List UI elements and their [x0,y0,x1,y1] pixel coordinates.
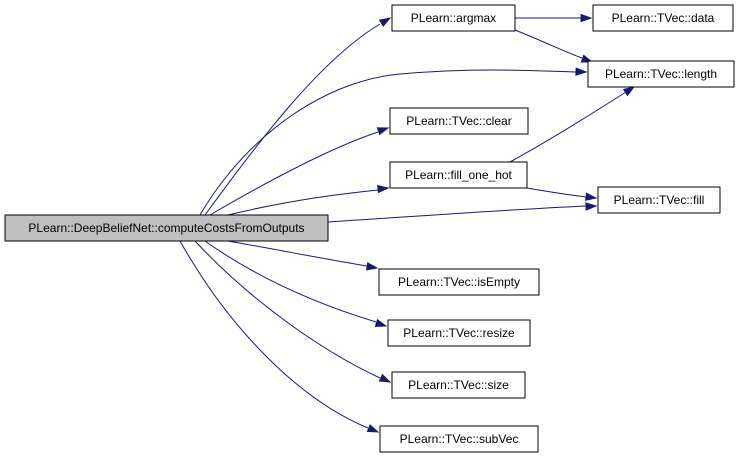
arrowhead [365,262,379,271]
edge-root-to-resize [204,240,388,327]
arrowhead [366,424,380,433]
arrowhead [377,184,390,194]
node-argmax-label: PLearn::argmax [411,11,496,25]
node-size-label: PLearn::TVec::size [408,378,509,392]
node-isempty[interactable]: PLearn::TVec::isEmpty [378,268,540,296]
node-argmax[interactable]: PLearn::argmax [391,4,516,32]
node-data-label: PLearn::TVec::data [612,11,715,25]
node-fill-one-hot[interactable]: PLearn::fill_one_hot [389,161,528,189]
arrowhead [575,67,588,76]
node-data[interactable]: PLearn::TVec::data [592,4,734,32]
node-isempty-label: PLearn::TVec::isEmpty [398,275,520,289]
arrowhead [585,192,598,201]
arrowhead [378,17,392,28]
edge-fill-one-hot-to-fill [526,187,598,201]
node-clear-label: PLearn::TVec::clear [406,114,511,128]
edge-root-to-argmax [204,17,392,216]
node-fill-one-hot-label: PLearn::fill_one_hot [405,168,512,182]
node-resize[interactable]: PLearn::TVec::resize [387,319,531,347]
node-fill[interactable]: PLearn::TVec::fill [597,186,721,214]
node-size[interactable]: PLearn::TVec::size [391,371,526,399]
edge-argmax-to-length [514,29,594,63]
node-subvec-label: PLearn::TVec::subVec [400,432,519,446]
node-length-label: PLearn::TVec::length [605,67,717,81]
edge-argmax-to-data [515,13,593,23]
nodes-layer: PLearn::DeepBeliefNet::computeCostsFromO… [4,4,735,453]
arrowhead [376,127,390,136]
edge-root-to-fill [327,202,598,223]
edge-root-to-size [194,240,392,383]
node-root-label: PLearn::DeepBeliefNet::computeCostsFromO… [28,221,304,235]
arrowhead [585,202,598,211]
edge-root-to-isEmpty [227,240,379,271]
arrowhead [378,373,392,383]
edge-root-to-fill-one-hot [227,184,390,216]
edges-layer [179,13,636,433]
node-clear[interactable]: PLearn::TVec::clear [389,107,529,135]
node-resize-label: PLearn::TVec::resize [403,326,515,340]
node-length[interactable]: PLearn::TVec::length [587,60,735,88]
arrowhead [374,318,388,327]
edge-root-to-subVec [179,240,380,433]
node-subvec[interactable]: PLearn::TVec::subVec [379,425,539,453]
edge-root-to-length [199,67,588,216]
edge-fill-one-hot-to-length [509,86,636,163]
arrowhead [580,13,593,23]
arrowhead [580,54,594,63]
arrowhead [622,86,636,97]
edge-root-to-clear [209,127,390,216]
node-root[interactable]: PLearn::DeepBeliefNet::computeCostsFromO… [4,214,329,242]
node-fill-label: PLearn::TVec::fill [614,193,705,207]
